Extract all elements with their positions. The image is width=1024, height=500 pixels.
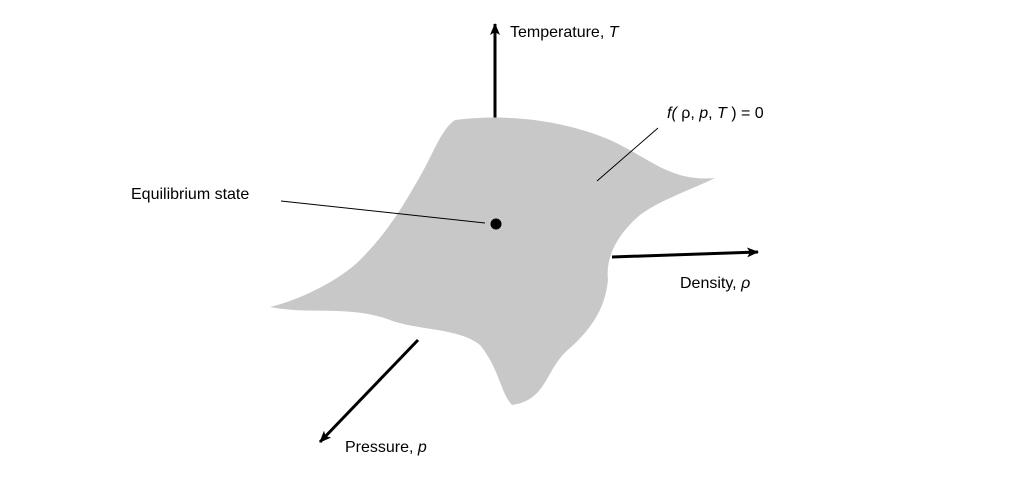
- temperature-axis-label: Temperature, T: [510, 24, 619, 41]
- surface-leader-line: [596, 127, 659, 182]
- pressure-axis-arrow: [318, 338, 420, 444]
- equilibrium-point: [490, 218, 502, 230]
- density-axis-arrow: [611, 247, 759, 259]
- equilibrium-state-label: Equilibrium state: [131, 186, 250, 203]
- state-surface: [270, 117, 715, 406]
- equilibrium-leader-line: [280, 200, 486, 224]
- surface-equation-label: f( ρ, p, T ) = 0: [667, 105, 764, 122]
- density-axis-label: Density, ρ: [680, 275, 751, 292]
- pressure-axis-label: Pressure, p: [345, 439, 427, 456]
